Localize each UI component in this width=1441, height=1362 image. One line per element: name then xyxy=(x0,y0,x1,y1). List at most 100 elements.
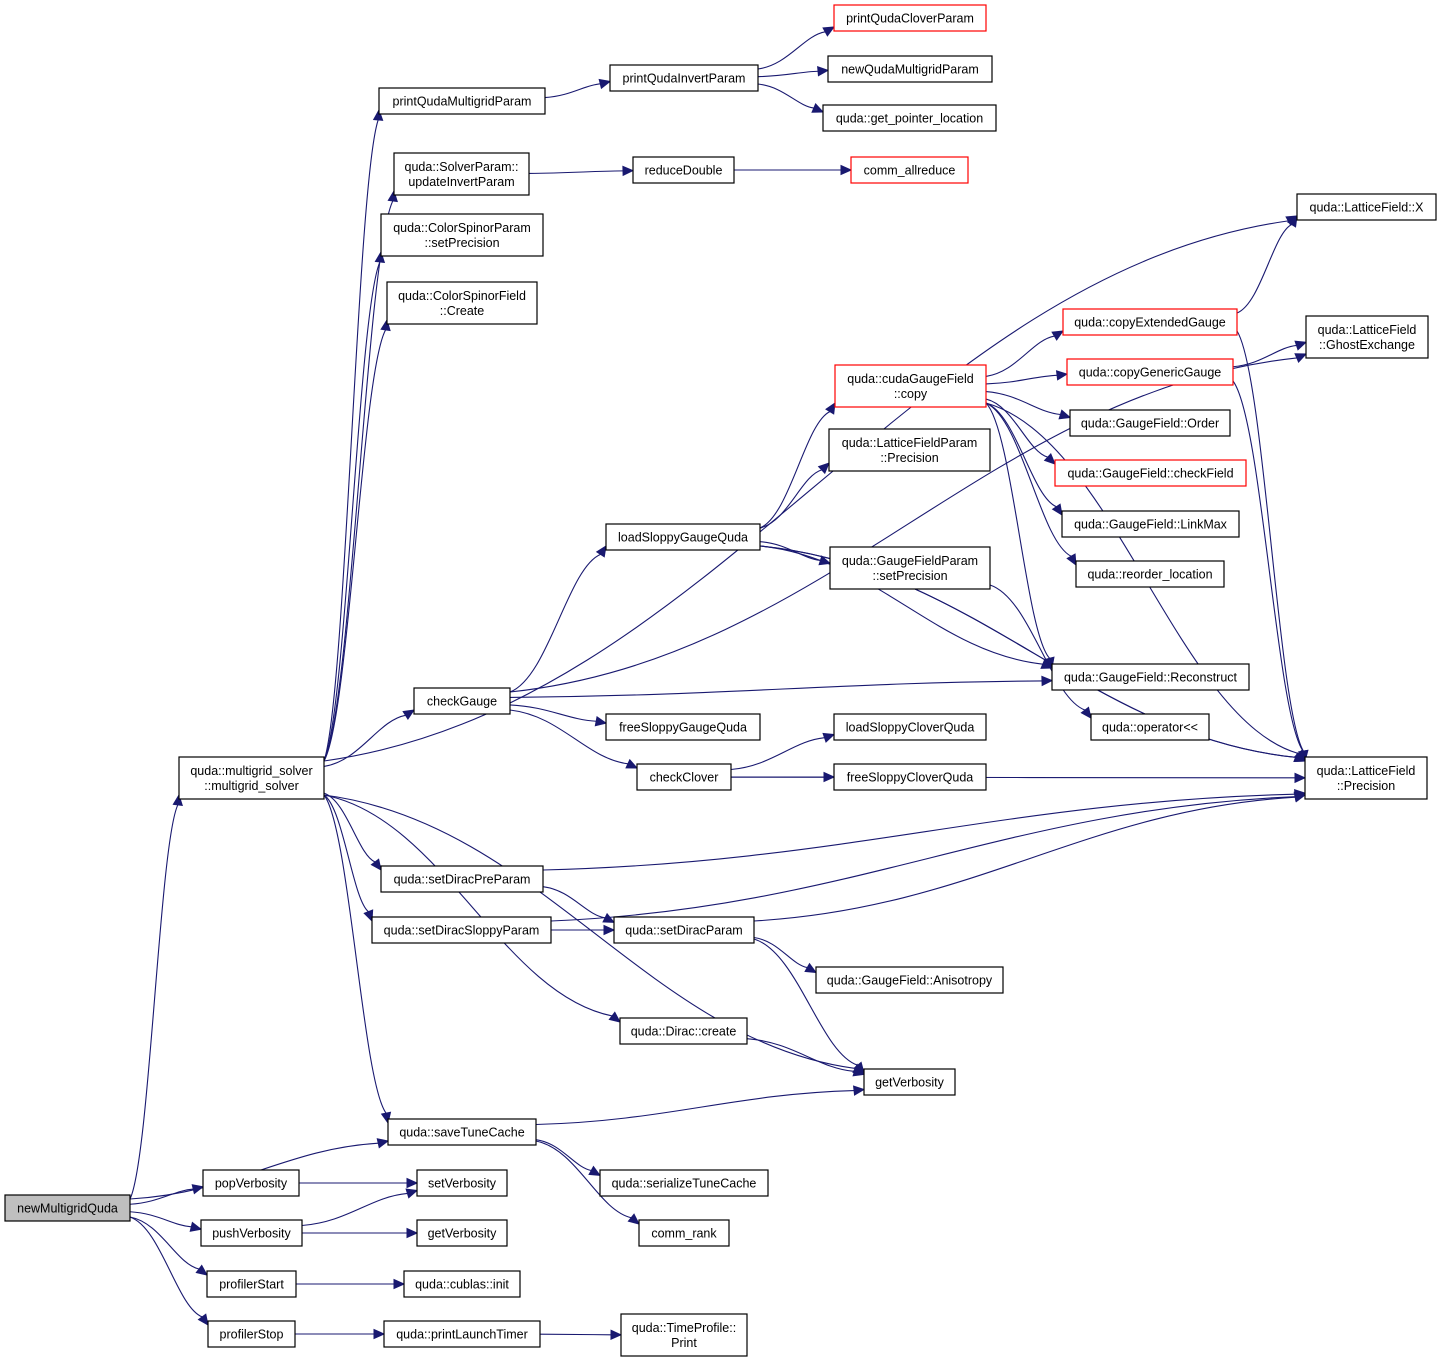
node-setVerbosity[interactable]: setVerbosity xyxy=(416,1169,508,1197)
node-setDiracPreParam[interactable]: quda::setDiracPreParam xyxy=(380,865,544,893)
node-getPointerLocation[interactable]: quda::get_pointer_location xyxy=(822,104,997,132)
node-getVerbosity2[interactable]: getVerbosity xyxy=(416,1219,508,1247)
node-reconstruct-box xyxy=(1051,663,1250,691)
edge-newMultigridQuda-to-profilerStop xyxy=(129,1216,203,1318)
node-loadSloppyCloverQuda-box xyxy=(833,713,987,741)
node-checkField-label-0: quda::GaugeField::checkField xyxy=(1067,467,1233,481)
node-printLaunchTimer[interactable]: quda::printLaunchTimer xyxy=(383,1320,541,1348)
node-checkClover-box xyxy=(636,763,732,791)
node-anisotropy[interactable]: quda::GaugeField::Anisotropy xyxy=(815,966,1004,994)
arrowhead-checkClover-to-loadSloppyCloverQuda xyxy=(822,732,836,743)
node-setDiracParam[interactable]: quda::setDiracParam xyxy=(613,916,755,944)
node-layer: newMultigridQuda quda::multigrid_solver::… xyxy=(4,4,1437,1357)
node-updateInvertParam[interactable]: quda::SolverParam::updateInvertParam xyxy=(393,152,530,196)
edge-copyGenericGauge-to-lfPrecision xyxy=(1232,380,1304,752)
node-newQudaMultigridParam[interactable]: newQudaMultigridParam xyxy=(827,55,993,83)
node-loadSloppyGaugeQuda[interactable]: loadSloppyGaugeQuda xyxy=(605,523,761,551)
node-newMultigridQuda[interactable]: newMultigridQuda xyxy=(4,1194,131,1222)
arrowhead-multigrid_solver-to-checkGauge xyxy=(402,709,416,721)
node-lfpPrecision[interactable]: quda::LatticeFieldParam::Precision xyxy=(828,428,991,472)
node-freeSloppyGaugeQuda[interactable]: freeSloppyGaugeQuda xyxy=(605,713,761,741)
node-gfpSetPrecision-label-0: quda::GaugeFieldParam xyxy=(842,554,978,568)
node-commRank[interactable]: comm_rank xyxy=(638,1219,730,1247)
node-checkGauge-label-0: checkGauge xyxy=(427,695,497,709)
arrowhead-multigrid_solver-to-setDiracSloppyParam xyxy=(363,909,374,923)
arrowhead-printQudaInvertParam-to-getPointerLocation xyxy=(811,103,825,113)
node-freeSloppyGaugeQuda-box xyxy=(605,713,761,741)
arrowhead-checkGauge-to-reconstruct xyxy=(1041,675,1054,687)
node-cudaGaugeFieldCopy[interactable]: quda::cudaGaugeField::copy xyxy=(834,364,987,408)
edge-cudaGaugeFieldCopy-to-copyExtendedGauge xyxy=(985,335,1055,377)
node-csParamSetPrecision-box xyxy=(380,213,544,257)
node-gaugeFieldOrder-box xyxy=(1069,409,1231,437)
node-reduceDouble[interactable]: reduceDouble xyxy=(632,156,735,184)
node-serializeTuneCache-label-0: quda::serializeTuneCache xyxy=(612,1177,757,1191)
node-serializeTuneCache[interactable]: quda::serializeTuneCache xyxy=(599,1169,769,1197)
node-diracCreate[interactable]: quda::Dirac::create xyxy=(619,1017,748,1045)
node-printQudaInvertParam-box xyxy=(609,64,759,92)
node-setDiracSloppyParam[interactable]: quda::setDiracSloppyParam xyxy=(371,916,552,944)
node-setDiracParam-label-0: quda::setDiracParam xyxy=(625,924,742,938)
node-setDiracParam-box xyxy=(613,916,755,944)
node-csFieldCreate[interactable]: quda::ColorSpinorField::Create xyxy=(386,281,538,325)
node-popVerbosity[interactable]: popVerbosity xyxy=(202,1169,300,1197)
node-cublasInit-box xyxy=(403,1270,521,1298)
node-ghostExchange[interactable]: quda::LatticeField::GhostExchange xyxy=(1305,315,1429,359)
node-getVerbosity[interactable]: getVerbosity xyxy=(863,1068,956,1096)
node-printQudaCloverParam[interactable]: printQudaCloverParam xyxy=(833,4,987,32)
node-reorderLocation[interactable]: quda::reorder_location xyxy=(1075,560,1225,588)
node-commRank-label-0: comm_rank xyxy=(651,1227,717,1241)
node-profilerStop[interactable]: profilerStop xyxy=(207,1320,296,1348)
node-printQudaMultigridParam[interactable]: printQudaMultigridParam xyxy=(378,87,546,115)
arrowhead-printQudaInvertParam-to-newQudaMultigridParam xyxy=(817,66,830,77)
node-copyGenericGauge[interactable]: quda::copyGenericGauge xyxy=(1066,358,1234,386)
node-gfpSetPrecision[interactable]: quda::GaugeFieldParam::setPrecision xyxy=(829,546,991,590)
node-commAllreduce[interactable]: comm_allreduce xyxy=(850,156,969,184)
node-freeSloppyCloverQuda[interactable]: freeSloppyCloverQuda xyxy=(833,763,987,791)
node-linkMax[interactable]: quda::GaugeField::LinkMax xyxy=(1061,510,1240,538)
node-multigrid_solver[interactable]: quda::multigrid_solver::multigrid_solver xyxy=(178,756,325,800)
node-copyGenericGauge-box xyxy=(1066,358,1234,386)
node-latticeFieldX[interactable]: quda::LatticeField::X xyxy=(1296,193,1437,221)
node-operatorLshift[interactable]: quda::operator<< xyxy=(1090,713,1210,741)
node-reconstruct[interactable]: quda::GaugeField::Reconstruct xyxy=(1051,663,1250,691)
arrowhead-printLaunchTimer-to-timeProfilePrint xyxy=(610,1329,623,1341)
node-lfPrecision-label-0: quda::LatticeField xyxy=(1317,764,1416,778)
node-timeProfilePrint[interactable]: quda::TimeProfile::Print xyxy=(620,1313,748,1357)
node-saveTuneCache[interactable]: quda::saveTuneCache xyxy=(387,1118,537,1146)
node-lfPrecision[interactable]: quda::LatticeField::Precision xyxy=(1304,756,1428,800)
node-pushVerbosity[interactable]: pushVerbosity xyxy=(200,1219,303,1247)
arrowhead-reduceDouble-to-commAllreduce xyxy=(840,164,853,176)
node-diracCreate-box xyxy=(619,1017,748,1045)
node-setDiracPreParam-box xyxy=(380,865,544,893)
node-printQudaInvertParam[interactable]: printQudaInvertParam xyxy=(609,64,759,92)
node-checkClover[interactable]: checkClover xyxy=(636,763,732,791)
node-gaugeFieldOrder[interactable]: quda::GaugeField::Order xyxy=(1069,409,1231,437)
node-getVerbosity2-label-0: getVerbosity xyxy=(428,1227,498,1241)
arrowhead-profilerStop-to-printLaunchTimer xyxy=(373,1328,386,1340)
node-freeSloppyCloverQuda-box xyxy=(833,763,987,791)
arrowhead-setDiracSloppyParam-to-setDiracParam xyxy=(603,924,616,936)
node-serializeTuneCache-box xyxy=(599,1169,769,1197)
arrowhead-loadSloppyGaugeQuda-to-cudaGaugeFieldCopy xyxy=(825,401,836,415)
node-cudaGaugeFieldCopy-label-1: ::copy xyxy=(894,387,928,401)
node-profilerStart[interactable]: profilerStart xyxy=(206,1270,297,1298)
edge-setDiracParam-to-anisotropy xyxy=(753,936,808,969)
node-reduceDouble-label-0: reduceDouble xyxy=(645,164,723,178)
edge-checkGauge-to-freeSloppyGaugeQuda xyxy=(509,704,597,722)
node-checkField[interactable]: quda::GaugeField::checkField xyxy=(1054,459,1247,487)
node-loadSloppyCloverQuda[interactable]: loadSloppyCloverQuda xyxy=(833,713,987,741)
node-csParamSetPrecision[interactable]: quda::ColorSpinorParam::setPrecision xyxy=(380,213,544,257)
arrowhead-saveTuneCache-to-getVerbosity xyxy=(852,1085,866,1096)
node-printQudaInvertParam-label-0: printQudaInvertParam xyxy=(623,72,746,86)
arrowhead-saveTuneCache-to-commRank xyxy=(627,1213,640,1225)
edge-setDiracPreParam-to-setDiracParam xyxy=(542,886,606,919)
arrowhead-diracCreate-to-getVerbosity xyxy=(852,1066,866,1077)
node-copyExtendedGauge[interactable]: quda::copyExtendedGauge xyxy=(1062,308,1238,336)
node-profilerStop-box xyxy=(207,1320,296,1348)
node-saveTuneCache-box xyxy=(387,1118,537,1146)
node-cublasInit[interactable]: quda::cublas::init xyxy=(403,1270,521,1298)
node-copyExtendedGauge-label-0: quda::copyExtendedGauge xyxy=(1074,316,1226,330)
edge-copyExtendedGauge-to-lfPrecision xyxy=(1236,330,1304,752)
node-checkGauge[interactable]: checkGauge xyxy=(413,687,511,715)
